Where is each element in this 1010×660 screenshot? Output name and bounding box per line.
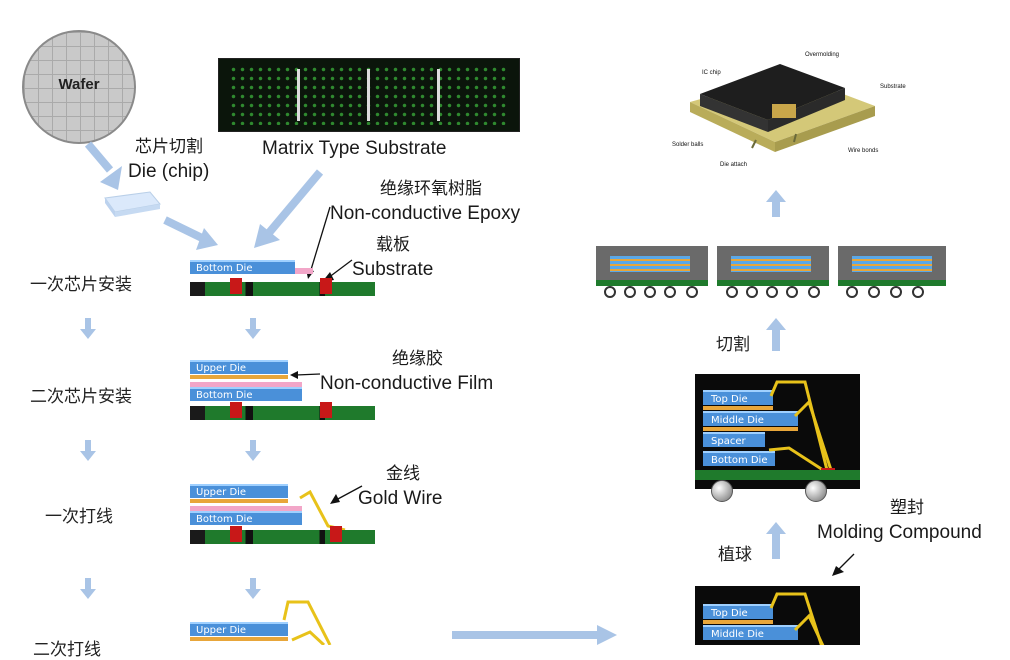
wafer-label: Wafer	[58, 76, 100, 93]
pkg-ic-chip: IC chip	[702, 70, 721, 76]
epoxy-cn: 绝缘环氧树脂	[380, 179, 482, 199]
stage-3: Upper Die Bottom Die	[190, 484, 375, 548]
pkg-wire-bonds: Wire bonds	[848, 148, 879, 154]
substrate-2	[190, 402, 375, 420]
film-pointer	[290, 371, 321, 379]
gold-en: Gold Wire	[358, 488, 443, 509]
upper-die-4: Upper Die	[190, 622, 288, 636]
pkg-die-attach: Die attach	[720, 162, 748, 168]
pkg-overmolding: Overmolding	[805, 52, 840, 58]
middle-die-2: Middle Die	[703, 625, 798, 640]
pkg-substrate: Substrate	[880, 84, 906, 90]
step-second-die-attach: 二次芯片安装	[30, 387, 132, 407]
gold-pointer	[330, 485, 363, 504]
gold-wire	[299, 489, 346, 532]
arrow-wafer-to-die	[84, 141, 218, 250]
substrate	[190, 278, 375, 296]
stacked-package-balled: Top Die Middle Die Spacer Die Bottom Die	[695, 374, 860, 502]
substrate-3	[190, 526, 375, 544]
molding-cn: 塑封	[890, 498, 924, 518]
wafer: Wafer	[22, 30, 136, 144]
bottom-die: Bottom Die	[190, 260, 295, 274]
molded-package: Top Die Middle Die	[695, 586, 860, 645]
middle-die: Middle Die	[703, 411, 798, 426]
arrow-to-right-column	[452, 625, 617, 645]
film-cn: 绝缘胶	[392, 349, 443, 369]
package-3d: Overmolding IC chip Substrate Solder bal…	[670, 44, 920, 174]
top-die-2: Top Die	[703, 604, 773, 619]
substrate-cn: 载板	[376, 235, 410, 255]
pkg-solder-balls: Solder balls	[672, 142, 704, 148]
gold-wire-2	[282, 600, 332, 645]
step-saw: 切割	[716, 335, 750, 355]
stage-1: Bottom Die	[190, 260, 375, 302]
die-cut-cn: 芯片切割	[135, 137, 203, 157]
step-first-die-attach: 一次芯片安装	[30, 275, 132, 295]
matrix-substrate-image	[218, 58, 520, 132]
step-first-wire-bond: 一次打线	[45, 507, 113, 527]
spacer-die: Spacer Die	[703, 432, 765, 462]
bottom-die-right: Bottom Die	[703, 451, 775, 466]
die-cut-en: Die (chip)	[128, 161, 210, 182]
bottom-die-2: Bottom Die	[190, 387, 302, 401]
arrow-matrix-to-substrate	[254, 169, 324, 248]
stage-2: Upper Die Bottom Die	[190, 360, 375, 422]
solder-ball-1	[711, 480, 733, 502]
solder-ball-2	[805, 480, 827, 502]
gold-cn: 金线	[386, 464, 420, 484]
singulated-units	[596, 246, 946, 298]
film-en: Non-conductive Film	[320, 373, 494, 394]
matrix-label: Matrix Type Substrate	[262, 138, 447, 159]
stage-4: Upper Die	[190, 600, 375, 645]
molding-pointer	[832, 553, 855, 576]
top-die: Top Die	[703, 390, 773, 405]
wires-right	[768, 380, 835, 476]
step-second-wire-bond: 二次打线	[33, 640, 101, 660]
upper-die: Upper Die	[190, 360, 288, 374]
die-chip	[104, 191, 161, 217]
bottom-die-3: Bottom Die	[190, 511, 302, 525]
upper-die-3: Upper Die	[190, 484, 288, 498]
step-ball-mount: 植球	[718, 545, 752, 565]
wires-molded	[769, 592, 825, 645]
epoxy-en: Non-conductive Epoxy	[330, 203, 521, 224]
molding-en: Molding Compound	[817, 522, 982, 543]
substrate-en: Substrate	[352, 259, 434, 280]
